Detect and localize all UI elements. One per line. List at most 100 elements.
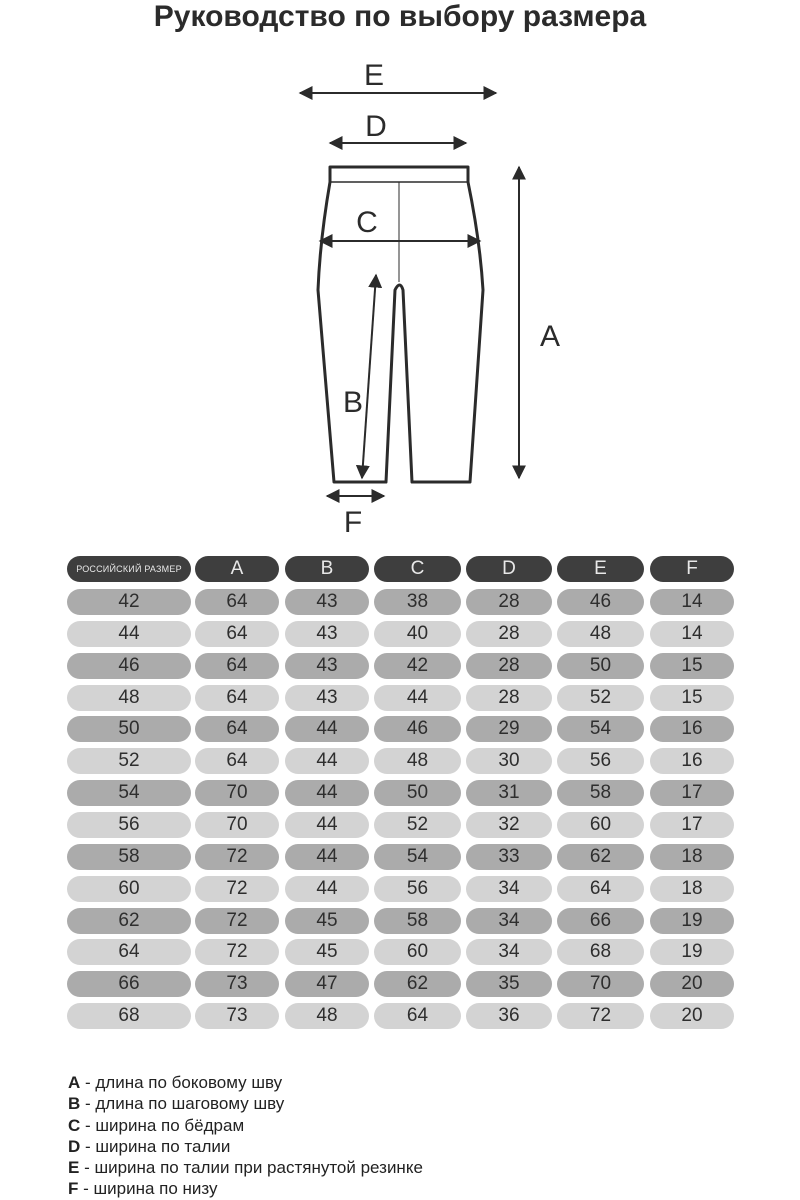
legend-key: E	[68, 1158, 80, 1178]
cell-size: 48	[67, 684, 191, 711]
cell-d: 31	[466, 780, 552, 807]
cell-b: 44	[285, 748, 369, 775]
cell-c: 42	[374, 652, 461, 679]
cell-size: 46	[67, 652, 191, 679]
cell-size: 44	[67, 620, 191, 647]
cell-d: 29	[466, 716, 552, 743]
cell-f: 17	[650, 811, 734, 838]
cell-d: 32	[466, 811, 552, 838]
cell-f: 19	[650, 939, 734, 966]
cell-c: 56	[374, 875, 461, 902]
cell-a: 72	[195, 843, 279, 870]
cell-a: 64	[195, 716, 279, 743]
cell-d: 34	[466, 875, 552, 902]
cell-c: 60	[374, 939, 461, 966]
cell-d: 28	[466, 620, 552, 647]
cell-c: 46	[374, 716, 461, 743]
cell-f: 15	[650, 652, 734, 679]
cell-f: 15	[650, 684, 734, 711]
cell-b: 44	[285, 716, 369, 743]
cell-a: 64	[195, 620, 279, 647]
cell-d: 28	[466, 684, 552, 711]
cell-f: 14	[650, 620, 734, 647]
legend-text: - длина по шаговому шву	[80, 1094, 285, 1114]
cell-c: 52	[374, 811, 461, 838]
cell-c: 50	[374, 780, 461, 807]
cell-a: 73	[195, 971, 279, 998]
legend-text: - ширина по низу	[78, 1179, 218, 1199]
cell-size: 50	[67, 716, 191, 743]
page-title: Руководство по выбору размера	[153, 0, 647, 33]
cell-size: 62	[67, 907, 191, 934]
legend-text: - ширина по талии при растянутой резинке	[79, 1158, 423, 1178]
cell-c: 58	[374, 907, 461, 934]
header-b: B	[285, 556, 369, 582]
cell-f: 16	[650, 748, 734, 775]
cell-e: 68	[557, 939, 644, 966]
header-a: A	[195, 556, 279, 582]
cell-b: 45	[285, 907, 369, 934]
legend-key: D	[68, 1136, 81, 1156]
legend-key: C	[68, 1115, 81, 1135]
cell-a: 64	[195, 652, 279, 679]
cell-e: 60	[557, 811, 644, 838]
cell-b: 43	[285, 620, 369, 647]
cell-b: 44	[285, 780, 369, 807]
cell-a: 73	[195, 1003, 279, 1030]
cell-size: 52	[67, 748, 191, 775]
cell-c: 64	[374, 1003, 461, 1030]
pants-measurement-diagram: E D C A B F	[298, 59, 560, 539]
cell-b: 43	[285, 589, 369, 615]
cell-d: 30	[466, 748, 552, 775]
cell-e: 56	[557, 748, 644, 775]
legend-text: - ширина по талии	[80, 1136, 231, 1156]
cell-c: 54	[374, 843, 461, 870]
pants-outline	[316, 165, 485, 484]
label-b: B	[343, 386, 363, 419]
label-f: F	[344, 506, 362, 539]
header-c: C	[374, 556, 461, 582]
cell-e: 48	[557, 620, 644, 647]
legend-text: - ширина по бёдрам	[80, 1115, 245, 1135]
label-c: C	[356, 206, 378, 239]
cell-size: 64	[67, 939, 191, 966]
cell-size: 66	[67, 971, 191, 998]
cell-b: 48	[285, 1003, 369, 1030]
legend-key: F	[68, 1179, 79, 1199]
cell-c: 38	[374, 589, 461, 615]
cell-e: 58	[557, 780, 644, 807]
cell-d: 28	[466, 652, 552, 679]
cell-b: 47	[285, 971, 369, 998]
cell-b: 44	[285, 875, 369, 902]
cell-f: 16	[650, 716, 734, 743]
header-e: E	[557, 556, 644, 582]
cell-a: 64	[195, 684, 279, 711]
cell-size: 54	[67, 780, 191, 807]
cell-f: 19	[650, 907, 734, 934]
cell-f: 20	[650, 1003, 734, 1030]
legend-key: B	[68, 1094, 81, 1114]
cell-b: 43	[285, 684, 369, 711]
legend-row-a: A - длина по боковому шву	[68, 1072, 423, 1093]
cell-d: 28	[466, 589, 552, 615]
cell-c: 48	[374, 748, 461, 775]
legend: A - длина по боковому шву B - длина по ш…	[68, 1072, 423, 1200]
legend-text: - длина по боковому шву	[80, 1073, 283, 1092]
cell-e: 46	[557, 589, 644, 615]
cell-e: 72	[557, 1003, 644, 1030]
cell-b: 44	[285, 843, 369, 870]
legend-row-b: B - длина по шаговому шву	[68, 1093, 423, 1114]
cell-d: 34	[466, 939, 552, 966]
cell-c: 44	[374, 684, 461, 711]
cell-e: 64	[557, 875, 644, 902]
cell-e: 50	[557, 652, 644, 679]
cell-f: 18	[650, 843, 734, 870]
cell-a: 72	[195, 907, 279, 934]
cell-f: 14	[650, 589, 734, 615]
cell-f: 18	[650, 875, 734, 902]
cell-a: 70	[195, 811, 279, 838]
cell-d: 33	[466, 843, 552, 870]
cell-c: 62	[374, 971, 461, 998]
label-e: E	[364, 59, 384, 92]
legend-row-c: C - ширина по бёдрам	[68, 1115, 423, 1136]
